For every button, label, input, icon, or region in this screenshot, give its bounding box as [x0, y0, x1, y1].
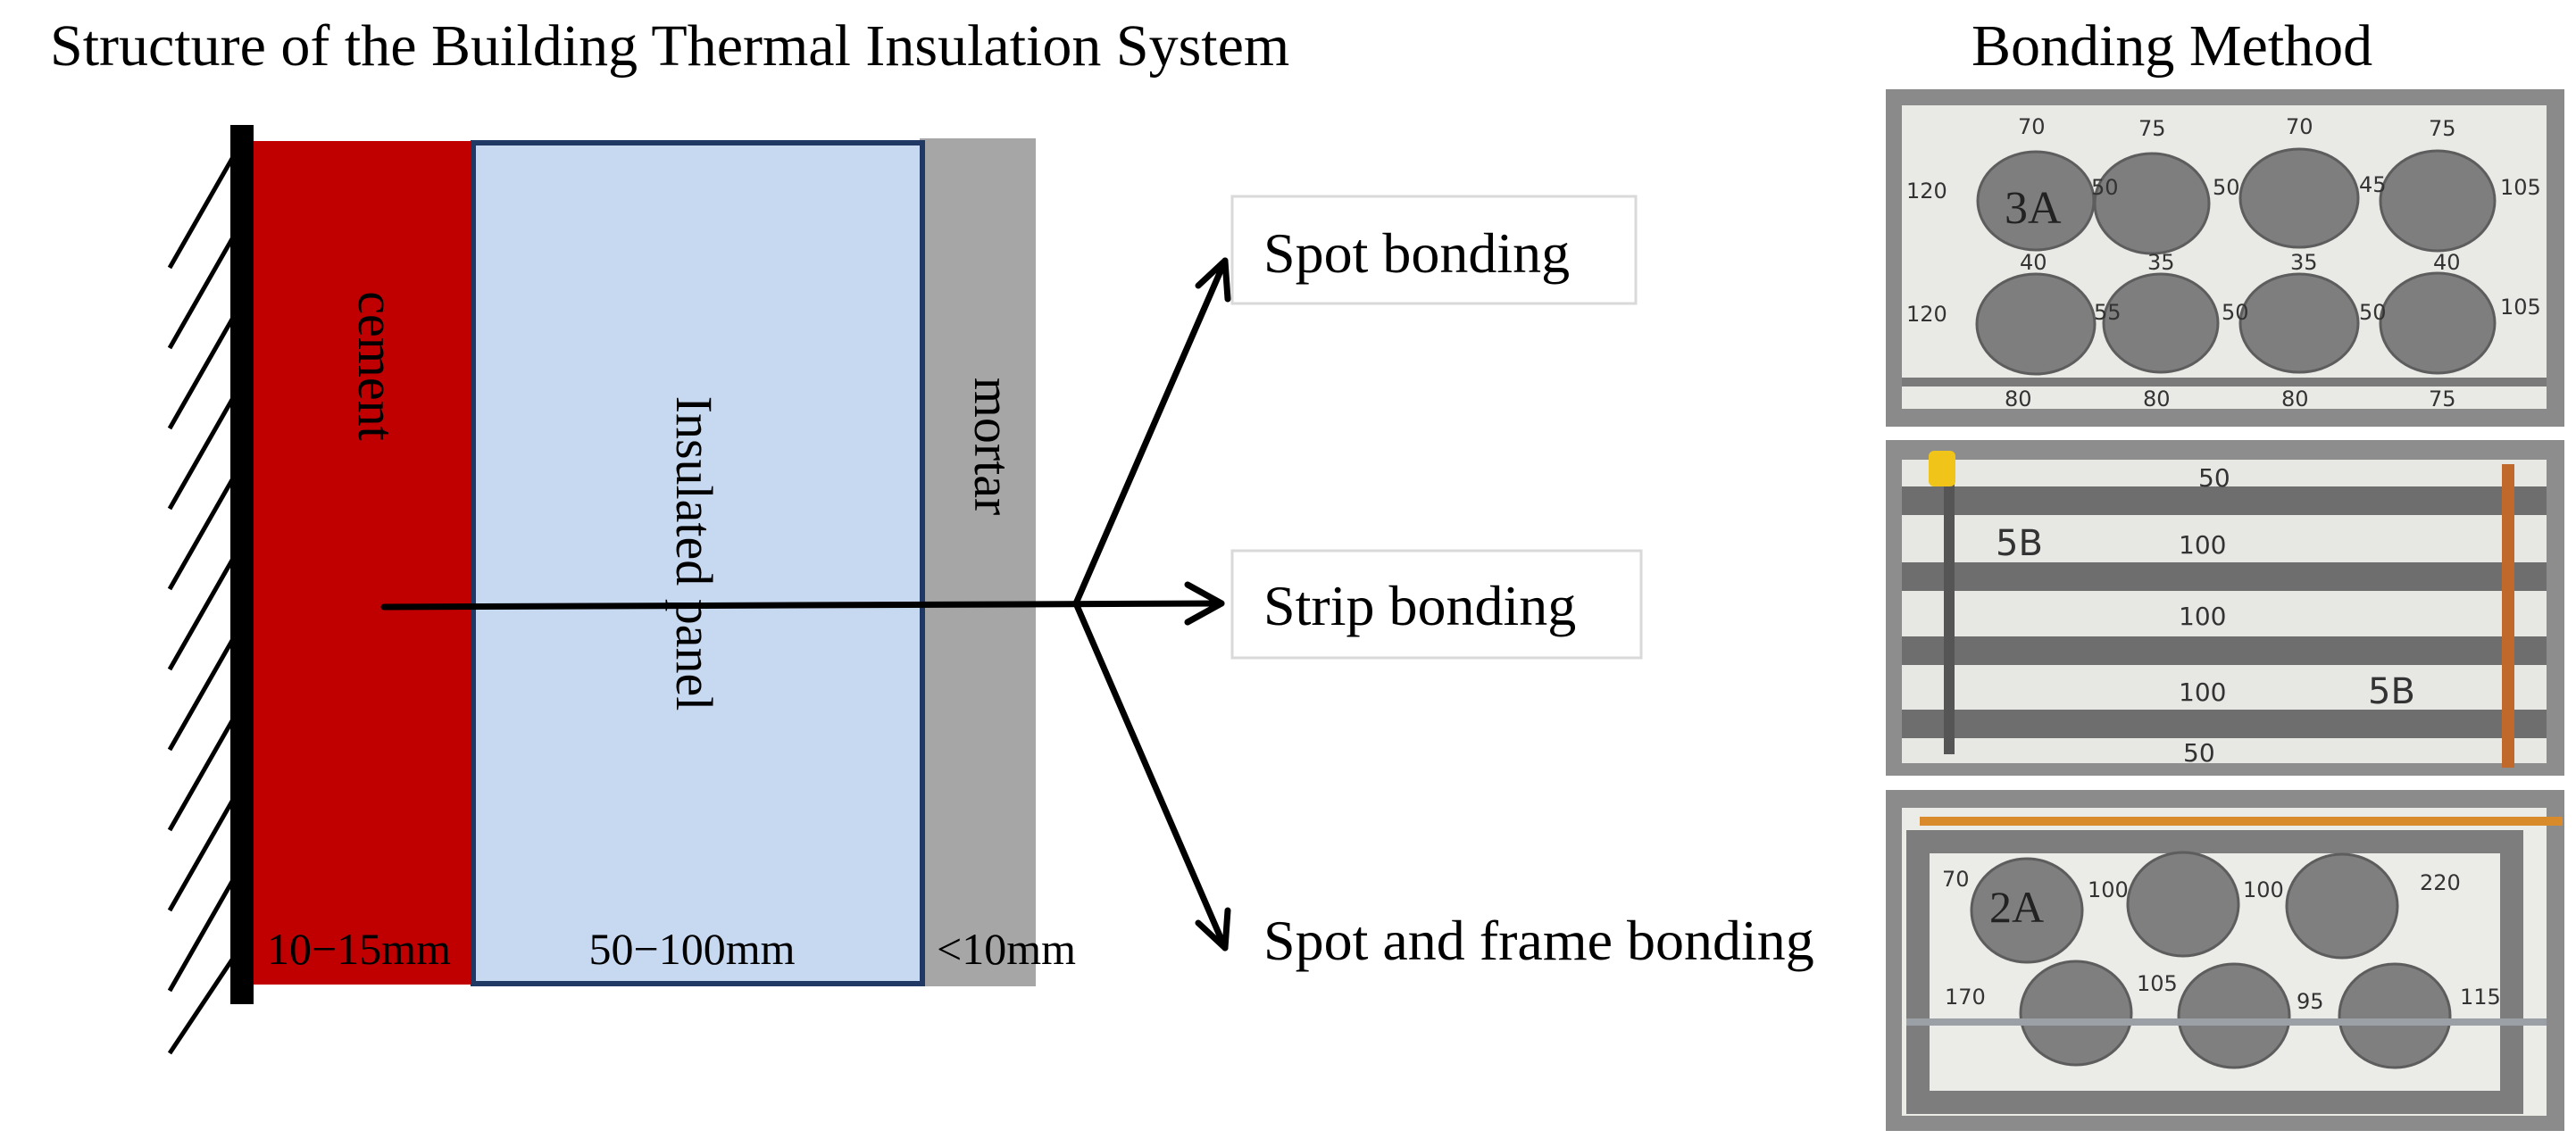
spot-photo-label: 3A	[2005, 183, 2062, 234]
bonding-method-title: Bonding Method	[1972, 13, 2373, 79]
structure-title: Structure of the Building Thermal Insula…	[50, 13, 1290, 79]
insulated-panel-layer	[471, 140, 925, 986]
strip-bonding-box	[1230, 549, 1643, 660]
cement-layer	[250, 141, 473, 985]
spot-dim-gap-2: 50	[2213, 175, 2240, 200]
spot-bonding-label: Spot bonding	[1263, 221, 1570, 285]
spot-dim-top-2: 75	[2138, 116, 2166, 141]
strip-dim-4: 100	[2179, 677, 2226, 707]
frame-dim-6: 105	[2137, 971, 2178, 996]
spot-dim-gap-1: 50	[2091, 175, 2119, 200]
panel-thickness: 50−100mm	[589, 924, 796, 974]
spot-dim-gap-3: 45	[2359, 172, 2387, 197]
strip-dim-5: 50	[2183, 738, 2215, 768]
frame-dim-5: 170	[1945, 985, 1986, 1010]
spot-dim-bot-2: 80	[2143, 386, 2171, 411]
spot-dim-bot-4: 75	[2429, 386, 2456, 411]
bonding-arrows	[380, 257, 1231, 952]
spot-dim-mid-1: 40	[2020, 250, 2047, 275]
cement-thickness: 10−15mm	[267, 924, 451, 974]
spot-dim-gap-6: 50	[2359, 300, 2387, 325]
strip-photo-label-1: 5B	[1996, 523, 2043, 564]
wall-hatching	[167, 141, 244, 1055]
spot-dim-top-4: 75	[2429, 116, 2456, 141]
spot-dim-bot-3: 80	[2281, 386, 2309, 411]
frame-dim-4: 220	[2420, 870, 2461, 895]
strip-dim-2: 100	[2179, 530, 2226, 560]
spot-dim-right-1: 105	[2500, 175, 2541, 200]
spot-dim-mid-3: 35	[2290, 250, 2318, 275]
insulated-panel-label: Insulated panel	[665, 396, 723, 711]
strip-photo-label-2: 5B	[2368, 671, 2415, 712]
strip-bonding-label: Strip bonding	[1263, 574, 1576, 637]
strip-bonding-photo: 5B 5B 50 100 100 100 50	[1886, 440, 2564, 776]
spot-dim-mid-2: 35	[2147, 250, 2175, 275]
spot-bonding-photo: 3A 70 75 70 75 40 35 35 40 80 80 80 75 1…	[1886, 89, 2564, 427]
spot-dim-left-2: 120	[1906, 302, 1947, 327]
spot-dim-right-2: 105	[2500, 295, 2541, 320]
spot-dim-gap-5: 50	[2222, 300, 2249, 325]
spot-frame-bonding-photo: 2A 70 100 100 220 170 105 95 115	[1886, 790, 2564, 1131]
spot-dim-gap-4: 55	[2094, 300, 2122, 325]
mortar-thickness: <10mm	[937, 924, 1076, 974]
mortar-layer	[920, 138, 1036, 986]
frame-dim-7: 95	[2297, 989, 2324, 1014]
frame-photo-label: 2A	[1989, 882, 2044, 932]
spot-dim-top-1: 70	[2018, 114, 2046, 139]
spot-dim-top-3: 70	[2286, 114, 2313, 139]
frame-dim-2: 100	[2088, 877, 2129, 902]
spot-dim-bot-1: 80	[2005, 386, 2032, 411]
mortar-label: mortar	[963, 378, 1021, 516]
spot-dim-left-1: 120	[1906, 179, 1947, 204]
frame-dim-3: 100	[2243, 877, 2284, 902]
spot-dim-mid-4: 40	[2433, 250, 2461, 275]
strip-dim-1: 50	[2198, 463, 2230, 493]
frame-dim-8: 115	[2460, 985, 2501, 1010]
wall-line	[230, 125, 254, 1004]
frame-dim-1: 70	[1942, 867, 1970, 892]
spot-frame-bonding-label: Spot and frame bonding	[1263, 909, 1814, 972]
spot-bonding-box	[1230, 195, 1638, 305]
strip-dim-3: 100	[2179, 602, 2226, 631]
cement-label: cement	[347, 291, 405, 440]
